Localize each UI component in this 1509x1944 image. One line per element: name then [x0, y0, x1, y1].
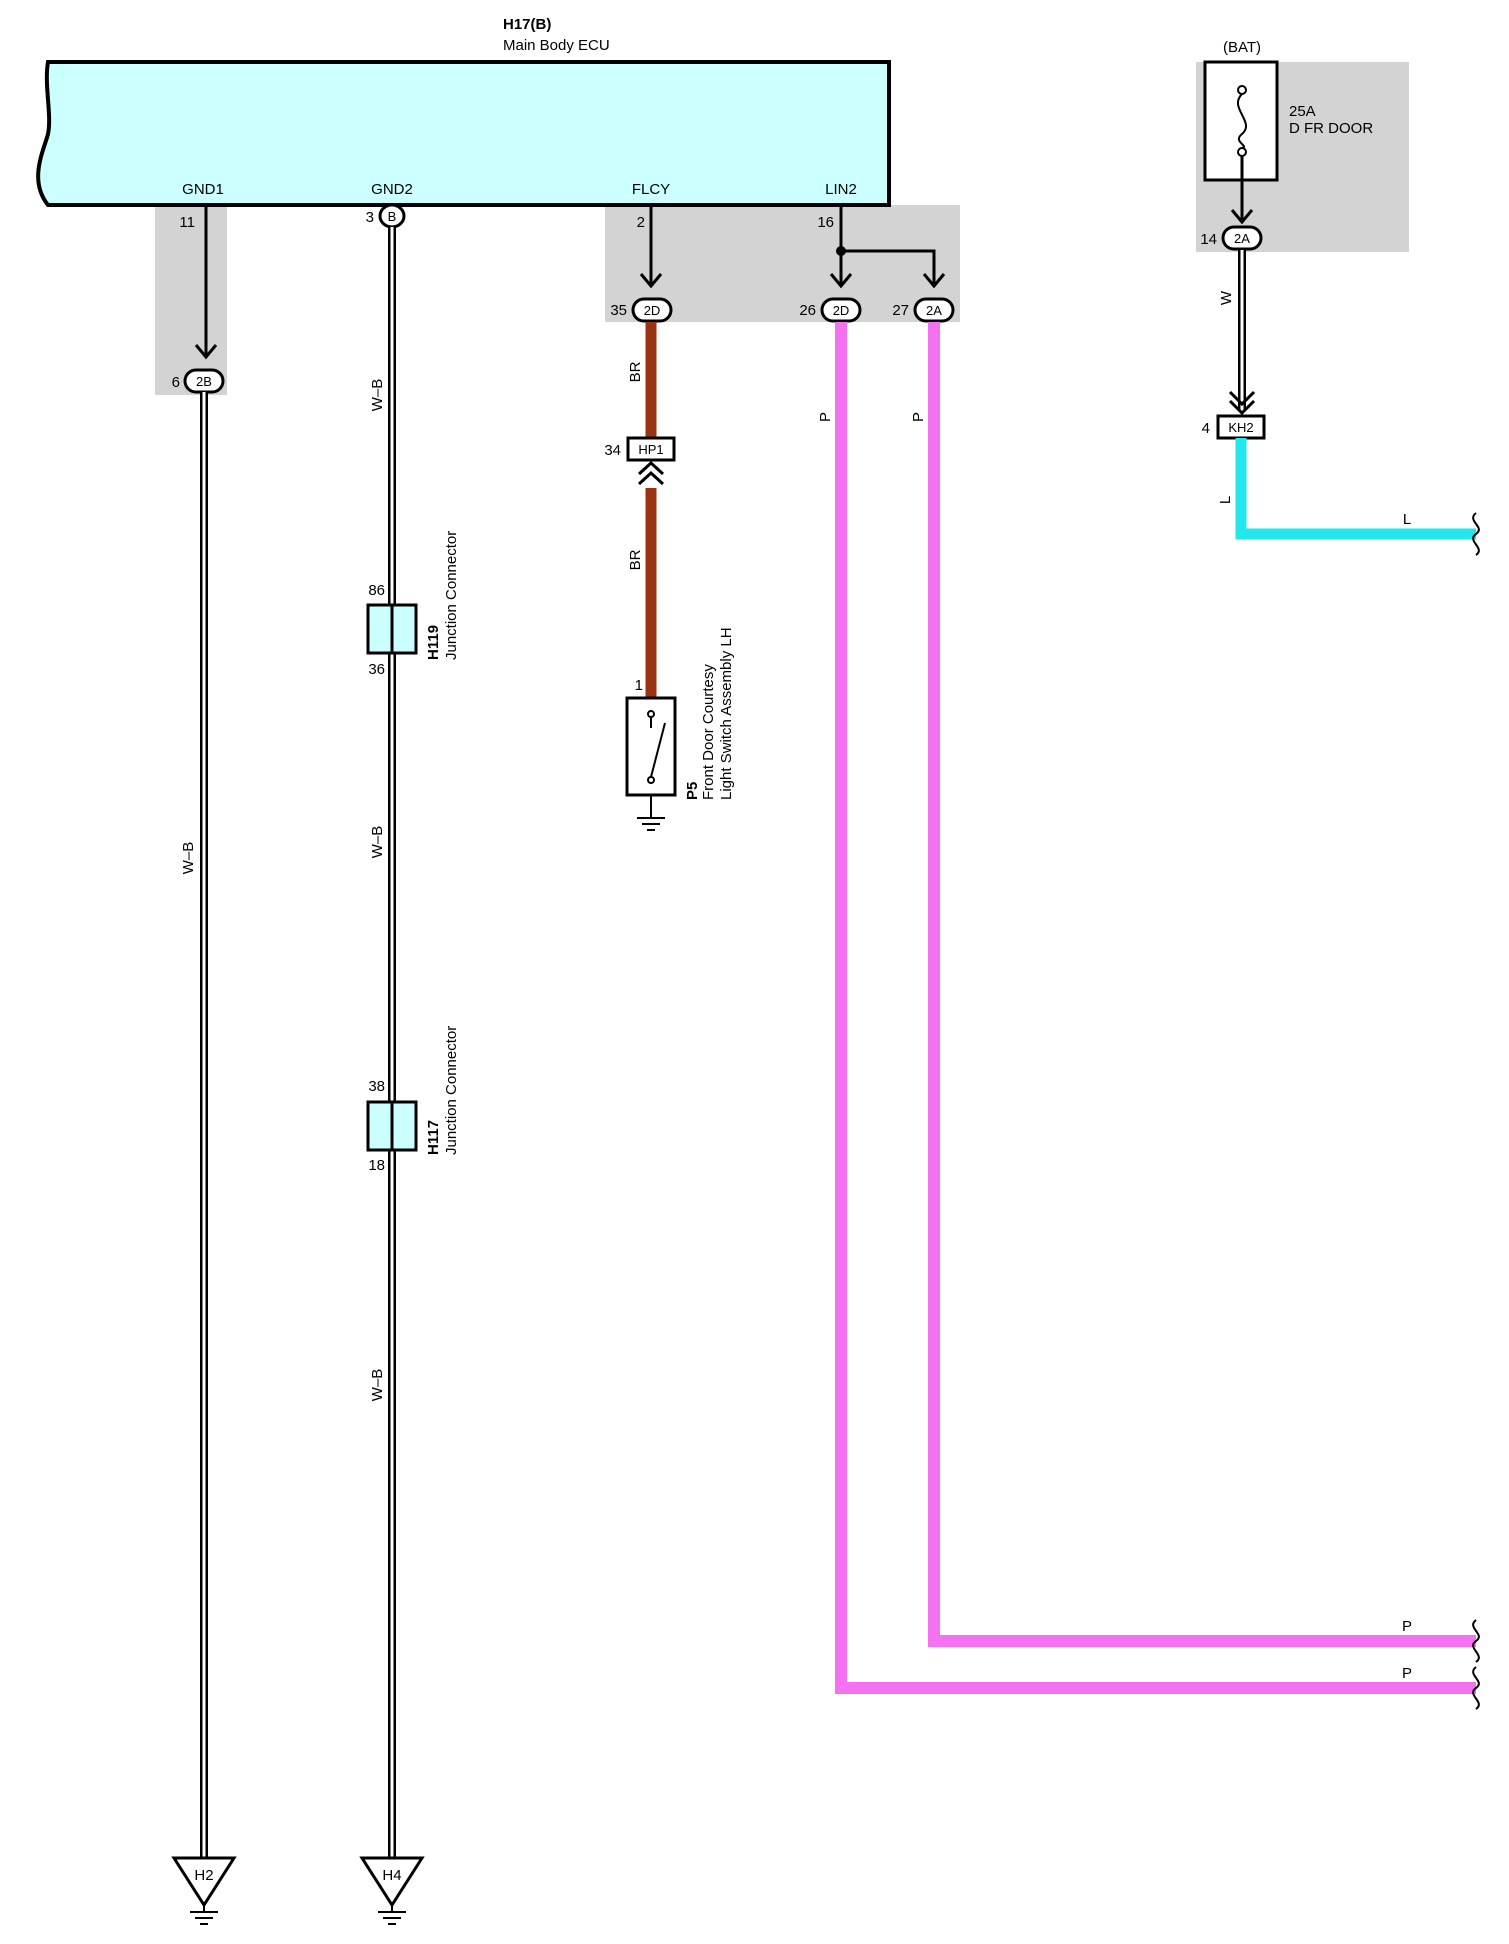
switch-p5-pin: 1 [635, 677, 643, 694]
pin-flcy-name: FLCY [632, 181, 670, 198]
junction-h119-pin-top: 86 [368, 582, 385, 599]
gnd1-wire-color: W–B [180, 842, 197, 875]
pin-lin2-name: LIN2 [825, 181, 857, 198]
connector-2a-14 [1221, 225, 1263, 251]
connector-2b-code: 2B [196, 374, 212, 389]
connector-2a-27-code: 2A [926, 303, 942, 318]
connector-2d-35 [631, 297, 673, 323]
connector-hp1 [626, 436, 676, 462]
ground-h2-code: H2 [194, 1867, 213, 1884]
switch-p5-contact-bot [647, 776, 655, 784]
ecu-code: H17(B) [503, 16, 551, 33]
lin2-arrow-b [922, 273, 946, 289]
ground-h2 [171, 1856, 237, 1908]
connector-2d-26-code: 2D [833, 303, 850, 318]
connector-2b-num: 6 [172, 374, 180, 391]
fuse-terminal-bot [1237, 147, 1247, 157]
flcy-wire-color-b: BR [627, 549, 644, 570]
pin-gnd1-name: GND1 [182, 181, 224, 198]
pin-lin2-num: 16 [817, 214, 834, 231]
pin-gnd1-num: 11 [179, 214, 195, 231]
lin2-branch [841, 249, 936, 285]
lin-wire-a [835, 322, 1476, 1694]
kh2-out-wire-color: L [1217, 496, 1234, 504]
connector-2d-26-num: 26 [799, 302, 816, 319]
lin-wire-b [928, 322, 1476, 1647]
lin-wire-b-color: P [910, 412, 927, 422]
switch-p5-name-1: Front Door Courtesy [700, 664, 717, 800]
kh2-out-wire-end-color: L [1403, 511, 1411, 528]
fuse-source: (BAT) [1223, 39, 1261, 56]
connector-2a-14-code: 2A [1234, 231, 1250, 246]
fuse-name: D FR DOOR [1289, 120, 1373, 137]
pin-gnd2-num: 3 [366, 209, 374, 226]
lin-wire-a-end-color: P [1402, 1665, 1412, 1682]
switch-p5-blade [650, 722, 666, 778]
connector-2d-26 [820, 297, 862, 323]
junction-h117-code: H117 [425, 1120, 442, 1155]
kh2-out-wire-break [1472, 512, 1480, 556]
fuse-arrow [1230, 209, 1254, 225]
gnd2-wire-color-b: W–B [369, 826, 386, 859]
junction-h119-pin-bot: 36 [368, 661, 385, 678]
connector-hp1-code: HP1 [638, 442, 663, 457]
flcy-arrow [639, 273, 663, 289]
ecu-name: Main Body ECU [503, 37, 610, 54]
kh2-arrow [1228, 390, 1256, 416]
junction-h117-pin-bot: 18 [368, 1157, 385, 1174]
ground-h4-code: H4 [382, 1867, 401, 1884]
junction-h119-name: Junction Connector [443, 531, 460, 660]
ground-h4 [359, 1856, 425, 1908]
connector-kh2-code: KH2 [1228, 420, 1253, 435]
pin-flcy-num: 2 [637, 214, 645, 231]
connector-2d-35-num: 35 [610, 302, 627, 319]
flcy-wire-color-a: BR [627, 361, 644, 382]
junction-h119-code: H119 [425, 625, 442, 660]
connector-hp1-num: 34 [604, 442, 621, 459]
fuse-element [1236, 93, 1248, 149]
shade-gnd1 [155, 205, 227, 395]
switch-p5-contact-top [647, 710, 655, 718]
lin2-arrow-a [829, 273, 853, 289]
gnd2-wire-color-c: W–B [369, 1369, 386, 1402]
gnd1-arrow [194, 344, 218, 360]
connector-2a-14-num: 14 [1200, 231, 1217, 248]
fuse-rating: 25A [1289, 103, 1316, 120]
connector-2a-27-num: 27 [892, 302, 909, 319]
gnd2-wire-color-a: W–B [369, 379, 386, 412]
ecu-body [36, 60, 891, 207]
junction-h117-name: Junction Connector [443, 1026, 460, 1155]
fuse-out-wire-color: W [1218, 290, 1235, 305]
hp1-arrow [637, 460, 665, 486]
lin-wire-b-break [1472, 1619, 1480, 1663]
switch-p5-name-2: Light Switch Assembly LH [718, 627, 735, 800]
switch-p5-code: P5 [684, 782, 701, 800]
lin-wire-a-break [1472, 1666, 1480, 1710]
connector-kh2-num: 4 [1202, 420, 1210, 437]
lin-wire-a-color: P [817, 412, 834, 422]
connector-2a-27 [913, 297, 955, 323]
connector-2d-35-code: 2D [644, 303, 661, 318]
kh2-out-wire [1235, 438, 1476, 540]
lin-wire-b-end-color: P [1402, 1618, 1412, 1635]
pin-gnd2-conn-code: B [388, 209, 397, 224]
pin-gnd2-name: GND2 [371, 181, 413, 198]
fuse-terminal-top [1237, 85, 1247, 95]
junction-h117-pin-top: 38 [368, 1078, 385, 1095]
